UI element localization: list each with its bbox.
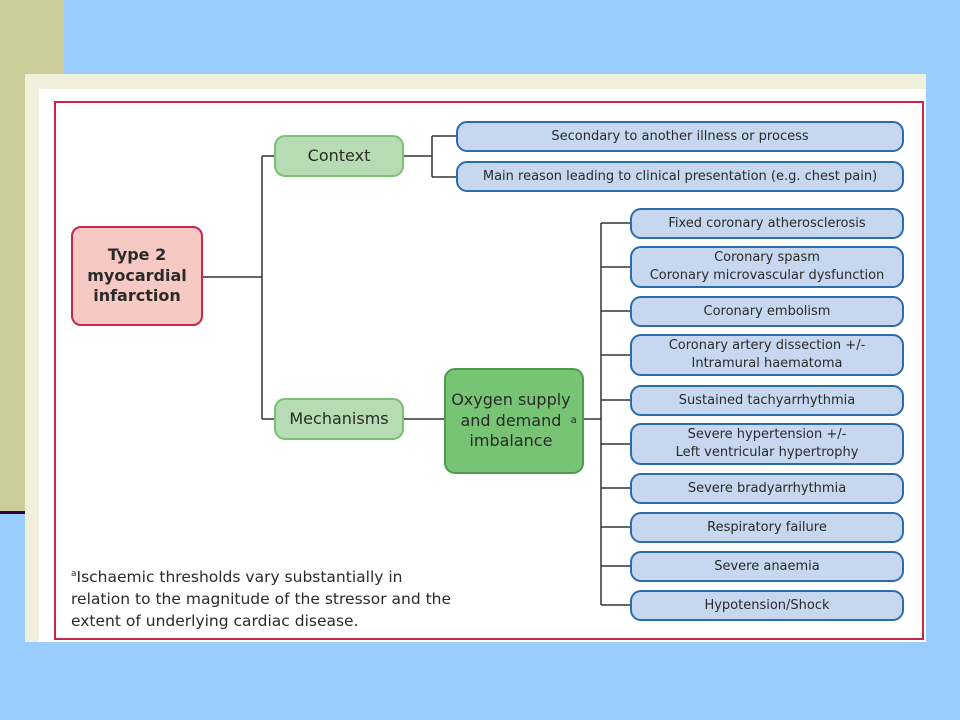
figure-border <box>54 101 924 640</box>
slide-accent-line <box>0 511 26 514</box>
context-item-secondary: Secondary to another illness or process <box>456 121 904 152</box>
context-item-main-reason: Main reason leading to clinical presenta… <box>456 161 904 192</box>
mechanisms-node: Mechanisms <box>274 398 404 440</box>
mechanism-item-hypotension: Hypotension/Shock <box>630 590 904 621</box>
context-node: Context <box>274 135 404 177</box>
footnote-marker-label: a <box>71 568 77 579</box>
root-node-type2-mi: Type 2 myocardial infarction <box>71 226 203 326</box>
mechanism-item-hypertension: Severe hypertension +/- Left ventricular… <box>630 423 904 465</box>
oxygen-imbalance-label: Oxygen supply and demand imbalance <box>451 389 571 451</box>
mechanism-item-tachyarrhythmia: Sustained tachyarrhythmia <box>630 385 904 416</box>
footnote-text: Ischaemic thresholds vary substantially … <box>71 568 452 630</box>
mechanism-item-bradyarrhythmia: Severe bradyarrhythmia <box>630 473 904 504</box>
mechanism-item-anaemia: Severe anaemia <box>630 551 904 582</box>
mechanism-item-spasm: Coronary spasm Coronary microvascular dy… <box>630 246 904 288</box>
footnote: aIschaemic thresholds vary substantially… <box>71 566 491 632</box>
mechanism-item-respiratory-failure: Respiratory failure <box>630 512 904 543</box>
mechanism-item-embolism: Coronary embolism <box>630 296 904 327</box>
mechanism-item-dissection: Coronary artery dissection +/- Intramura… <box>630 334 904 376</box>
mechanism-item-atherosclerosis: Fixed coronary atherosclerosis <box>630 208 904 239</box>
